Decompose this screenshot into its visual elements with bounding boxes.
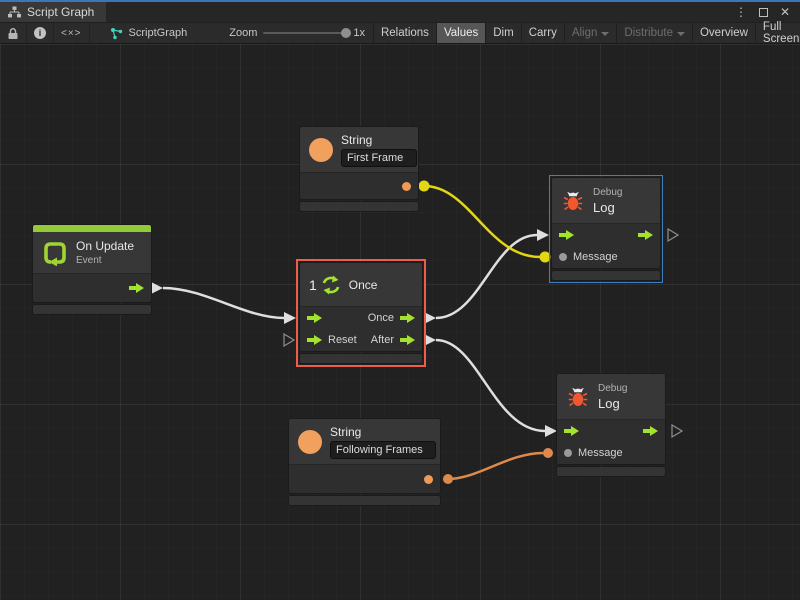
flow-in-port[interactable] <box>564 426 579 436</box>
code-icon: <×> <box>61 27 82 39</box>
overview-button[interactable]: Overview <box>691 23 755 43</box>
node-title: Log <box>598 395 620 411</box>
after-out-port[interactable] <box>400 335 415 345</box>
script-graph-icon <box>110 27 122 39</box>
flow-in-port[interactable] <box>307 313 322 323</box>
chevron-down-icon <box>601 31 610 36</box>
node-string-first[interactable]: String <box>300 127 418 211</box>
once-reset-port-triangle[interactable] <box>283 332 296 348</box>
flow-out-port[interactable] <box>129 283 144 293</box>
node-debug-log-bottom[interactable]: Debug Log Message <box>557 374 665 476</box>
debug-bottom-out-port-triangle[interactable] <box>671 423 684 439</box>
node-footer <box>557 467 665 476</box>
cycle-icon <box>322 275 340 294</box>
string-type-icon <box>309 137 333 162</box>
wire-string-first-to-message[interactable] <box>418 180 551 263</box>
graph-toolbar: i <×> ScriptGraph Zoom 1x Relations Valu… <box>0 21 800 45</box>
zoom-slider[interactable] <box>263 28 352 38</box>
wire-once-to-debug-top[interactable] <box>424 229 549 324</box>
node-title: Log <box>593 199 615 215</box>
port-label: Message <box>573 251 618 263</box>
zoom-control: Zoom 1x <box>221 23 373 43</box>
full-screen-button[interactable]: Full Screen <box>754 21 800 45</box>
event-color-strip <box>33 225 151 232</box>
message-input-port[interactable] <box>564 449 572 457</box>
values-button[interactable]: Values <box>435 23 486 43</box>
node-title: String <box>330 424 362 439</box>
bug-icon <box>563 191 583 210</box>
flow-in-port[interactable] <box>559 230 574 240</box>
node-kind: Debug <box>593 186 623 198</box>
window-menu-icon[interactable]: ⋮ <box>735 5 747 19</box>
port-label: Once <box>367 312 394 324</box>
graph-tab-icon <box>8 6 21 17</box>
loop-event-icon <box>44 241 66 266</box>
wire-layer <box>151 180 684 484</box>
close-icon[interactable]: ✕ <box>779 5 791 19</box>
graph-name-label: ScriptGraph <box>128 27 188 39</box>
port-label: Reset <box>328 334 357 346</box>
debug-top-out-port-triangle[interactable] <box>667 227 680 243</box>
once-count-badge: 1 <box>309 276 317 293</box>
reset-in-port[interactable] <box>307 335 322 345</box>
info-icon: i <box>34 27 46 39</box>
tab-script-graph[interactable]: Script Graph <box>0 2 107 22</box>
node-footer <box>300 202 418 211</box>
zoom-slider-knob[interactable] <box>341 28 352 38</box>
node-footer <box>300 354 422 363</box>
maximize-icon[interactable] <box>754 4 772 20</box>
inspect-button[interactable]: i <box>27 23 54 43</box>
relations-button[interactable]: Relations <box>372 23 436 43</box>
node-title: String <box>341 132 373 147</box>
graph-reference: ScriptGraph <box>102 23 196 43</box>
string-output-port[interactable] <box>424 474 433 484</box>
node-kind: Debug <box>598 382 628 394</box>
string-value-input[interactable] <box>341 148 417 167</box>
zoom-value: 1x <box>353 27 365 39</box>
window-controls: ⋮ ✕ <box>732 2 800 22</box>
node-on-update[interactable]: On Update Event <box>33 225 151 314</box>
flow-out-port[interactable] <box>643 426 658 436</box>
zoom-label: Zoom <box>229 27 258 39</box>
string-output-port[interactable] <box>402 181 411 191</box>
align-dropdown[interactable]: Align <box>563 23 617 43</box>
port-label: Message <box>578 447 623 459</box>
toolbar-buttons: Relations Values Dim Carry Align Distrib… <box>372 21 800 45</box>
node-string-following[interactable]: String <box>289 419 440 505</box>
node-footer <box>552 271 660 280</box>
carry-button[interactable]: Carry <box>520 23 564 43</box>
node-title: On Update <box>76 239 135 253</box>
string-type-icon <box>298 429 322 454</box>
once-out-port[interactable] <box>400 313 415 323</box>
flow-out-port[interactable] <box>638 230 653 240</box>
node-title: Once <box>348 277 378 292</box>
tab-bar: Script Graph ⋮ ✕ <box>0 2 800 22</box>
message-input-port[interactable] <box>559 253 567 261</box>
window-focus-highlight <box>0 0 800 2</box>
lock-icon <box>8 27 18 39</box>
port-label: After <box>370 334 394 346</box>
dim-button[interactable]: Dim <box>485 23 520 43</box>
node-footer <box>289 496 440 505</box>
chevron-down-icon <box>676 31 685 36</box>
node-footer <box>33 305 151 314</box>
string-value-input[interactable] <box>330 440 436 459</box>
graph-canvas[interactable]: String <box>0 44 800 600</box>
tab-label: Script Graph <box>27 5 95 19</box>
distribute-dropdown[interactable]: Distribute <box>616 23 692 43</box>
lock-button[interactable] <box>0 23 27 43</box>
node-debug-log-top[interactable]: Debug Log Message <box>549 175 663 283</box>
code-view-button[interactable]: <×> <box>54 23 90 43</box>
wire-once-to-debug-bottom[interactable] <box>424 334 557 437</box>
node-once[interactable]: 1 Once Once <box>296 259 426 367</box>
wire-onupdate-to-once[interactable] <box>151 282 296 324</box>
bug-icon <box>568 387 588 406</box>
node-subtitle: Event <box>76 255 102 266</box>
wire-string-following-to-message[interactable] <box>443 448 553 484</box>
